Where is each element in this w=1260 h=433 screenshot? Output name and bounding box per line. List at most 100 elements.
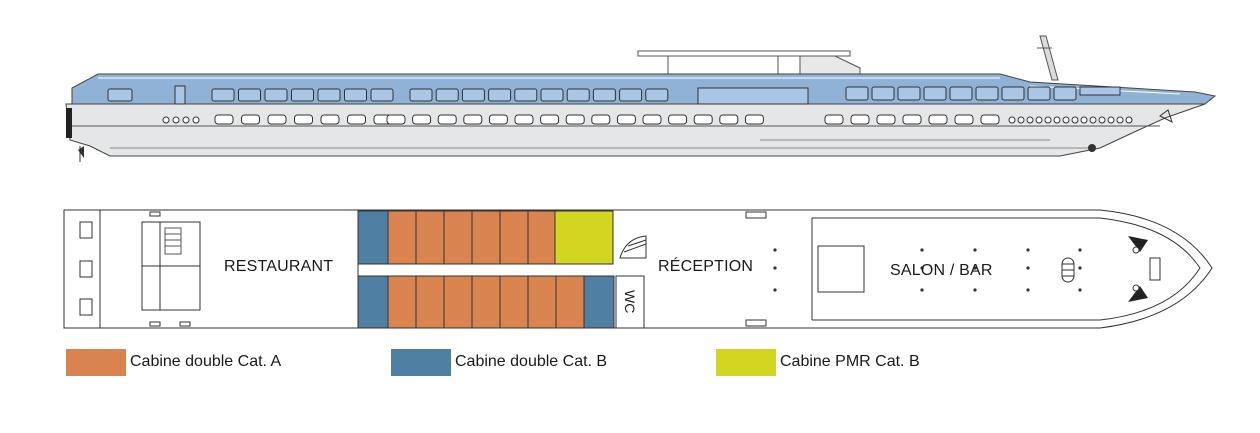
column-dot	[973, 288, 977, 292]
porthole	[1017, 116, 1025, 124]
window	[923, 86, 947, 101]
cabin-cat-a	[499, 210, 529, 265]
window	[693, 114, 713, 125]
cabin-cat-b	[357, 210, 389, 265]
cabin-cat-a	[471, 275, 501, 329]
window	[744, 114, 764, 125]
cabin-cat-a	[387, 210, 417, 265]
cabin-cat-a	[527, 210, 556, 265]
column-dot	[920, 288, 924, 292]
column-dot	[1026, 248, 1030, 252]
cabin-cat-a	[499, 275, 529, 329]
window	[949, 86, 973, 101]
column-dot	[920, 266, 924, 270]
window	[824, 114, 844, 125]
wc-room	[615, 275, 645, 329]
column-dot	[773, 288, 777, 292]
legend-swatch	[391, 348, 451, 376]
window	[412, 114, 432, 125]
ship-side-profile	[65, 35, 1217, 162]
lower-deck-windows	[162, 114, 1133, 125]
cabin-cat-a	[415, 210, 445, 265]
window	[320, 114, 340, 125]
window	[565, 114, 585, 125]
window	[719, 114, 739, 125]
porthole	[1071, 116, 1079, 124]
window	[294, 114, 313, 125]
window	[435, 88, 459, 102]
porthole	[182, 116, 190, 124]
cabin-cat-a	[387, 275, 417, 329]
window	[409, 88, 433, 102]
window	[514, 114, 534, 125]
porthole	[1026, 116, 1034, 124]
cabin-cat-a	[443, 210, 473, 265]
window	[238, 88, 261, 102]
cabin-cat-b	[583, 275, 615, 329]
porthole	[1098, 116, 1106, 124]
sundeck-canopy	[637, 50, 851, 57]
porthole	[162, 116, 170, 124]
porthole	[1035, 116, 1043, 124]
window	[107, 88, 133, 102]
window	[1001, 86, 1025, 101]
porthole	[1008, 116, 1016, 124]
window	[488, 88, 512, 102]
deck-plan	[63, 209, 1213, 329]
window	[514, 88, 538, 102]
porthole	[1053, 116, 1061, 124]
legend-swatch	[66, 348, 126, 376]
legend-item-cat-a: Cabine double Cat. A	[66, 347, 281, 377]
window	[370, 88, 394, 102]
room-label-salon-bar: SALON / BAR	[890, 262, 993, 279]
cabin-pmr-b	[554, 210, 614, 265]
window	[975, 86, 999, 101]
column-dot	[1078, 266, 1082, 270]
window	[592, 88, 616, 102]
window	[591, 114, 611, 125]
window	[291, 88, 314, 102]
window	[540, 88, 564, 102]
window	[645, 88, 669, 102]
window	[344, 88, 367, 102]
window	[386, 114, 406, 125]
legend-swatch	[716, 348, 776, 376]
cabin-cat-a	[527, 275, 557, 329]
window	[1053, 86, 1077, 101]
window	[616, 114, 636, 125]
porthole	[172, 116, 180, 124]
column-dot	[773, 266, 777, 270]
wheelhouse	[799, 55, 861, 75]
window	[211, 88, 235, 102]
window	[902, 114, 922, 125]
window	[1027, 86, 1051, 101]
anchor-icon	[1088, 144, 1096, 152]
window	[317, 88, 341, 102]
window	[347, 114, 366, 125]
window	[697, 87, 809, 105]
window	[954, 114, 974, 125]
column-dot	[973, 248, 977, 252]
room-label-reception: RÉCEPTION	[658, 258, 754, 275]
porthole	[1116, 116, 1124, 124]
window	[540, 114, 560, 125]
window	[566, 88, 590, 102]
window	[871, 86, 895, 101]
cabin-cat-b	[357, 275, 389, 329]
window	[897, 86, 921, 101]
window	[1079, 86, 1121, 96]
legend-label: Cabine double Cat. B	[455, 353, 608, 370]
window	[264, 88, 288, 102]
legend-label: Cabine double Cat. A	[130, 353, 282, 370]
legend-label: Cabine PMR Cat. B	[780, 353, 920, 370]
column-dot	[1078, 288, 1082, 292]
cabins-bottom-row	[357, 275, 615, 329]
cabin-cat-a	[471, 210, 501, 265]
porthole	[192, 116, 200, 124]
window	[267, 114, 287, 125]
window	[461, 88, 485, 102]
window	[850, 114, 870, 125]
room-label-wc: WC	[622, 290, 638, 314]
